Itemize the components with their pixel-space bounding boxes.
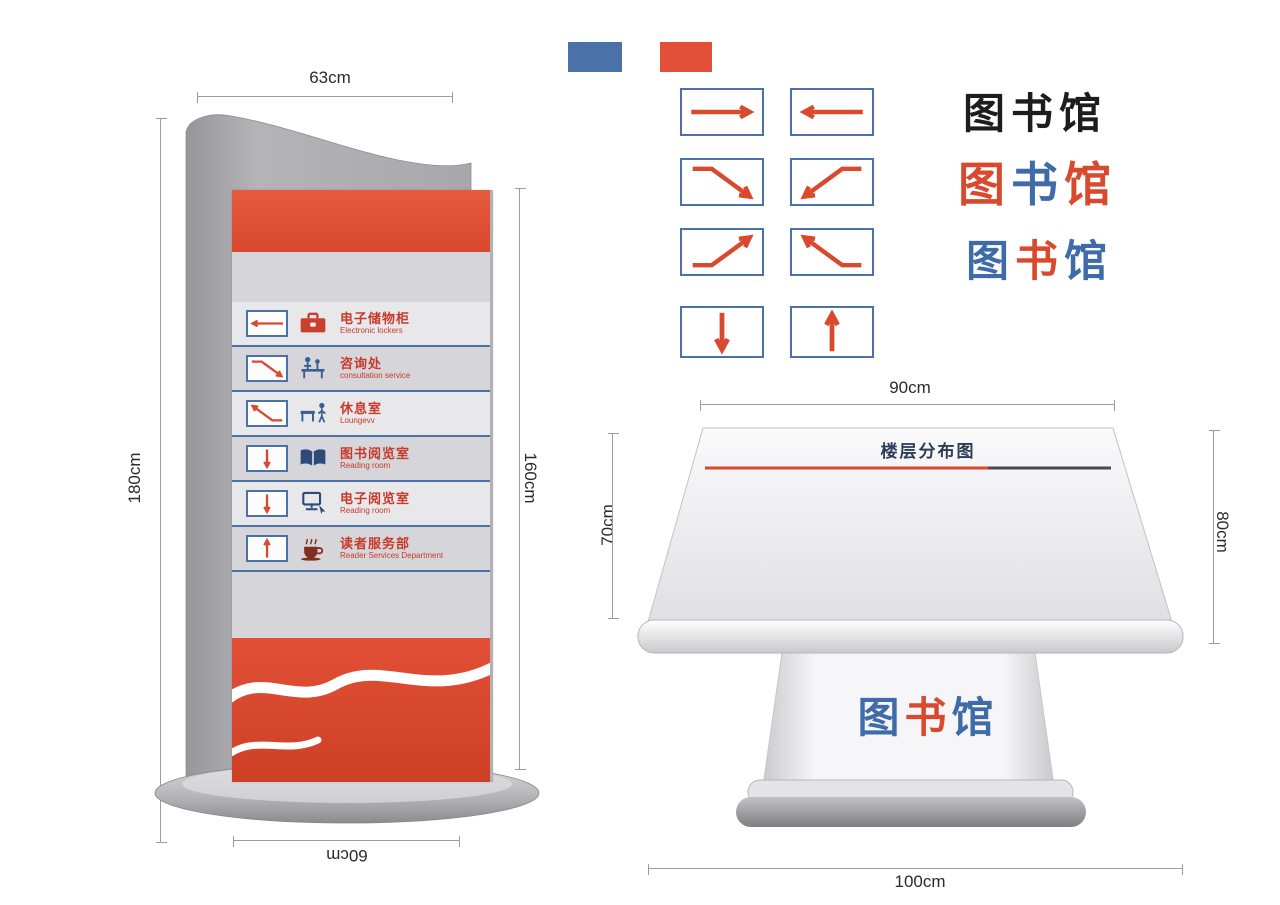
row-label: 图书阅览室 Reading room [340, 447, 410, 470]
row-label-zh: 图书阅览室 [340, 445, 411, 461]
arrow-tile-down-icon [680, 306, 764, 358]
dimension-line [1209, 430, 1220, 644]
floor-map-stand [637, 427, 1184, 827]
row-label-zh: 休息室 [340, 400, 383, 416]
row-label: 电子储物柜 Electronic lockers [340, 312, 410, 335]
pylon-directory-panel: 电子储物柜 Electronic lockers 咨询处 consultatio… [232, 190, 493, 782]
arrow-tile-right-icon [680, 88, 764, 136]
dimension-line [515, 188, 526, 770]
row-arrow-icon [246, 400, 288, 427]
directory-row: 读者服务部 Reader Services Department [232, 527, 490, 572]
dim-label-pylon-left: 180cm [125, 452, 144, 504]
directory-row: 电子阅览室 Reading room [232, 482, 490, 527]
row-label: 休息室 Loungevv [340, 402, 382, 425]
lectern-base-lower [736, 797, 1086, 827]
row-arrow-icon [246, 310, 288, 337]
row-arrow-icon [246, 355, 288, 382]
directory-row: 休息室 Loungevv [232, 392, 490, 437]
panel-header-band [232, 190, 490, 252]
arrow-tile-down-left-icon [790, 158, 874, 206]
floor-map-title: 楼层分布图 [880, 442, 976, 461]
row-label-zh: 咨询处 [340, 355, 383, 371]
dim-label-pylon-bottom: 60cm [326, 846, 368, 865]
row-label-en: Reading room [340, 460, 391, 470]
dim-label-lectern-top: 90cm [889, 378, 931, 397]
row-label: 咨询处 consultation service [340, 357, 410, 380]
locker-icon [298, 310, 328, 337]
dimension-line [197, 92, 453, 103]
row-label-en: Electronic lockers [340, 325, 403, 335]
row-label-en: Loungevv [340, 415, 375, 425]
pylon-back-column [185, 114, 472, 791]
library-logo-blue: 图书馆 [966, 237, 1113, 287]
dimension-line [608, 433, 619, 619]
row-label-zh: 电子储物柜 [340, 310, 411, 326]
lectern-logo: 图书馆 [857, 693, 999, 742]
panel-footer-band [232, 638, 490, 782]
dim-label-pylon-top: 63cm [309, 68, 351, 87]
arrow-tile-up-icon [790, 306, 874, 358]
directory-row: 咨询处 consultation service [232, 347, 490, 392]
lounge-icon [298, 400, 328, 427]
arrow-tile-down-right-icon [680, 158, 764, 206]
dim-label-pylon-right: 160cm [521, 452, 540, 504]
library-logo-orange: 图书馆 [958, 158, 1117, 213]
color-swatch-orange [660, 42, 712, 72]
dimension-line [156, 118, 167, 843]
dimension-line [233, 836, 460, 847]
arrow-tile-up-left-icon [790, 228, 874, 276]
lectern-front-lip [637, 619, 1184, 654]
row-arrow-icon [246, 535, 288, 562]
dimension-line [648, 864, 1183, 875]
row-arrow-icon [246, 490, 288, 517]
wave-graphic [232, 662, 490, 757]
row-label-zh: 读者服务部 [340, 535, 411, 551]
arrow-tile-up-right-icon [680, 228, 764, 276]
book-icon [298, 445, 328, 472]
row-label-en: consultation service [340, 370, 411, 380]
dimension-line [700, 400, 1115, 411]
directory-row: 电子储物柜 Electronic lockers [232, 302, 490, 347]
row-label: 读者服务部 Reader Services Department [340, 537, 443, 560]
consultation-icon [298, 355, 328, 382]
dim-label-lectern-bottom: 100cm [894, 872, 946, 891]
cafe-icon [298, 535, 328, 562]
ereader-icon [298, 490, 328, 517]
arrow-tile-left-icon [790, 88, 874, 136]
row-arrow-icon [246, 445, 288, 472]
row-label: 电子阅览室 Reading room [340, 492, 410, 515]
directory-rows: 电子储物柜 Electronic lockers 咨询处 consultatio… [232, 302, 490, 572]
row-label-en: Reading room [340, 505, 391, 515]
color-swatch-blue [568, 42, 622, 72]
row-label-en: Reader Services Department [340, 550, 444, 560]
directory-row: 图书阅览室 Reading room [232, 437, 490, 482]
row-label-zh: 电子阅览室 [340, 490, 411, 506]
library-logo-black: 图书馆 [963, 89, 1108, 138]
